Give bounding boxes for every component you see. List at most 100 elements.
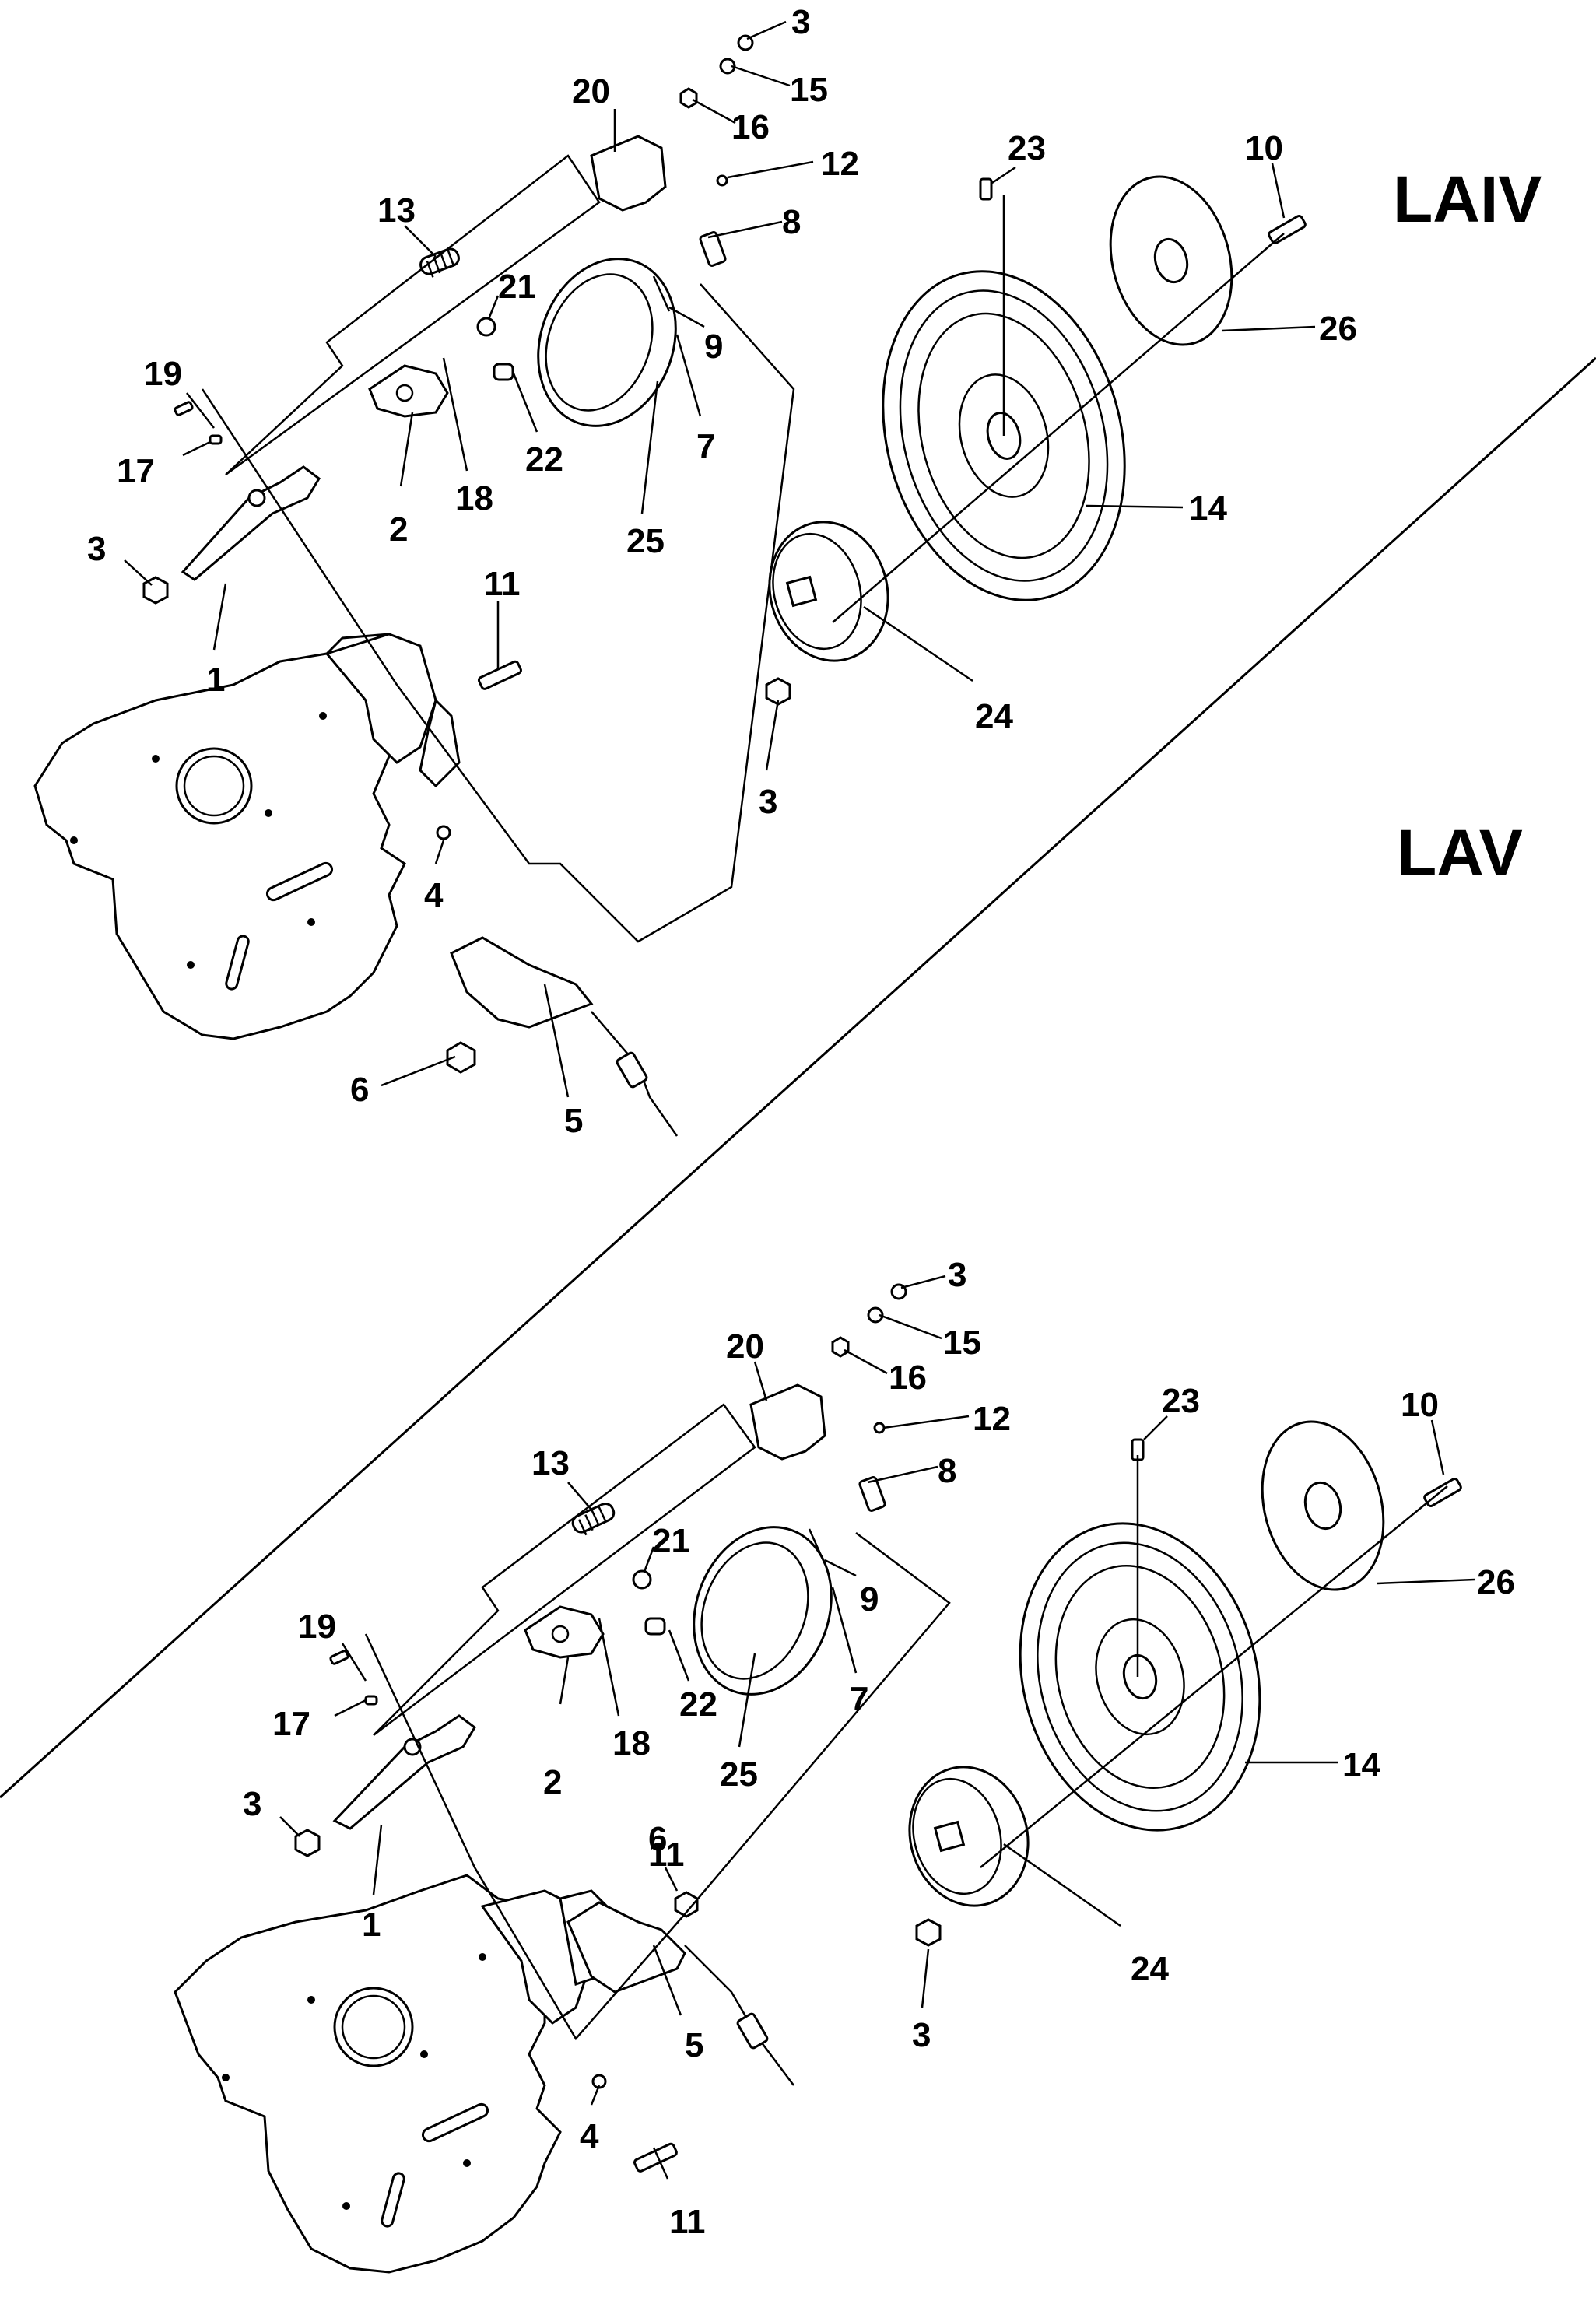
pulley-14-groove [917, 312, 1090, 559]
pin-12 [873, 1422, 886, 1434]
drum-key [933, 1820, 966, 1853]
callout-label: 17 [272, 1705, 310, 1743]
pulley-14-hub [958, 373, 1050, 498]
bolt-10 [1423, 1478, 1462, 1507]
callout-label: 11 [648, 1836, 685, 1874]
callout-label: 2 [543, 1763, 562, 1801]
frame-hole [479, 1953, 486, 1961]
washer-15 [867, 1306, 884, 1324]
frame-plate [174, 1874, 562, 2274]
callout-label: 13 [377, 191, 416, 230]
assembly-line [364, 1532, 951, 2041]
frame-bearing-hole-inner [183, 755, 245, 817]
screw-17 [209, 434, 223, 445]
callout-label: 14 [1342, 1746, 1380, 1784]
brake-lever [181, 465, 321, 581]
washer-3-top [737, 34, 754, 51]
nut-6 [674, 1891, 699, 1918]
frame-hole [319, 712, 327, 720]
callout-label: 3 [791, 3, 810, 41]
nut-16 [831, 1336, 850, 1358]
nut-3 [915, 1918, 942, 1947]
callout-label: 7 [850, 1680, 868, 1718]
screw-19 [329, 1650, 349, 1665]
bracket-20 [749, 1383, 826, 1461]
callout-label: 23 [1008, 129, 1046, 167]
pin-22 [493, 363, 514, 381]
callout-label: 19 [298, 1608, 336, 1646]
frame-hole [265, 809, 272, 817]
leader-lines [279, 1275, 1475, 2180]
brake-drum-24 [908, 1766, 1030, 1907]
view-title-laiv: LAIV [1393, 163, 1542, 236]
screw-19 [174, 401, 194, 416]
callout-label: 21 [652, 1522, 690, 1560]
callout-label: 20 [572, 72, 610, 110]
pin-12 [716, 174, 728, 187]
bracket-5 [566, 1901, 686, 1994]
callout-label: 3 [87, 530, 106, 568]
callout-label: 18 [612, 1724, 651, 1762]
bolt-11 [477, 660, 522, 690]
brake-band-25-inner [700, 1541, 809, 1680]
frame-slot [265, 861, 334, 902]
screw-17 [364, 1695, 378, 1706]
frame-slot-2 [381, 2172, 405, 2228]
callout-label: 22 [525, 440, 563, 479]
brake-band-25 [693, 1526, 833, 1696]
frame-hole [222, 2074, 230, 2081]
frame-hole [307, 1996, 315, 2004]
callout-label: 4 [580, 2117, 599, 2155]
pin-22 [644, 1617, 666, 1636]
assembly-line [373, 1403, 756, 1736]
callout-label: 3 [759, 783, 777, 821]
callouts-lav: 3 15 16 20 12 8 13 21 9 23 10 26 19 22 7… [243, 1256, 1515, 2241]
assembly-line [225, 154, 601, 476]
cable-anchor [368, 364, 449, 418]
frame-bearing-hole [175, 747, 253, 825]
view-lav: LAV [174, 816, 1523, 2274]
cable-ferrule [616, 1051, 648, 1089]
callout-label: 26 [1477, 1563, 1515, 1601]
bolt-10 [1268, 215, 1307, 244]
callout-label: 10 [1401, 1386, 1439, 1424]
callout-label: 23 [1162, 1382, 1200, 1420]
spring-13 [419, 247, 460, 278]
bracket-5 [450, 936, 594, 1029]
assembly-axis [832, 233, 1285, 623]
callout-label: 4 [424, 876, 444, 914]
pulley-14-groove [1054, 1565, 1226, 1789]
callout-label: 8 [938, 1452, 956, 1490]
rod-8 [858, 1476, 886, 1512]
callout-label: 14 [1189, 489, 1227, 528]
pulley-14-bore [1122, 1653, 1158, 1700]
washer-4 [436, 825, 451, 840]
brake-drum-24-inner [912, 1777, 1002, 1895]
nut-3 [765, 677, 791, 706]
rod-8 [699, 231, 727, 267]
nut-3 [294, 1829, 321, 1857]
brake-band-25 [537, 258, 677, 427]
callout-label: 12 [821, 145, 859, 183]
callout-label: 26 [1319, 310, 1357, 348]
callout-label: 25 [626, 522, 665, 560]
brake-band-25-inner [545, 273, 654, 412]
callout-label: 10 [1245, 129, 1283, 167]
clip-21 [632, 1569, 652, 1590]
brake-lever [332, 1714, 476, 1830]
callout-label: 3 [948, 1256, 966, 1294]
washer-15 [719, 58, 736, 75]
callout-label: 1 [362, 1906, 381, 1944]
callout-label: 11 [484, 565, 521, 603]
callout-label: 2 [389, 510, 408, 549]
callout-label: 22 [679, 1685, 717, 1724]
cable-anchor-hole [551, 1625, 570, 1643]
brake-cable [684, 1945, 794, 2086]
callout-label: 20 [726, 1327, 764, 1366]
leader-lines [124, 20, 1316, 1098]
callout-label: 11 [669, 2203, 706, 2241]
callout-label: 15 [943, 1324, 981, 1362]
callout-label: 3 [912, 2016, 931, 2054]
spring-clip-9 [808, 1528, 826, 1565]
